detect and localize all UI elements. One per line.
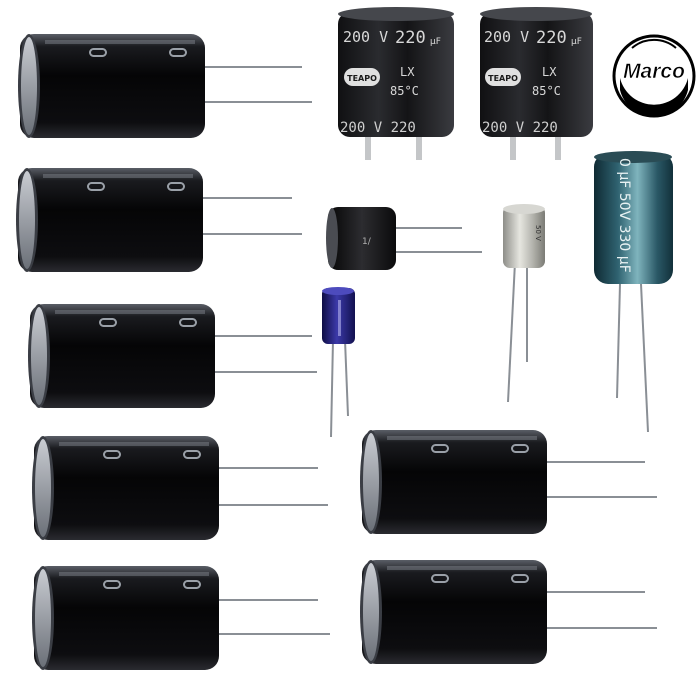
svg-text:µF: µF <box>571 37 582 47</box>
svg-text:200 V: 200 V <box>484 28 529 46</box>
capacitance-label: 220 <box>395 28 426 48</box>
svg-text:85°C: 85°C <box>532 84 561 98</box>
logo-text: Marco <box>623 60 685 83</box>
svg-text:200 V 220: 200 V 220 <box>482 120 558 136</box>
svg-text:LX: LX <box>542 65 557 79</box>
capacitor-small-blue <box>322 287 355 438</box>
series-label: LX <box>400 65 415 79</box>
brand-label: TEAPO <box>347 74 377 83</box>
capacitor-horizontal-3 <box>27 303 317 409</box>
voltage-label: 200 V <box>343 28 388 46</box>
capacitor-horizontal-6 <box>359 429 657 535</box>
capacitor-horizontal-7 <box>359 559 657 665</box>
capacitor-horizontal-5 <box>31 565 330 671</box>
capacitance-330-label: 0 µF 50V 330 µF <box>616 158 632 273</box>
capacitor-horizontal-4 <box>31 435 328 541</box>
marco-logo: Marco <box>612 34 696 118</box>
svg-text:µF: µF <box>430 37 441 47</box>
svg-text:200 V 220: 200 V 220 <box>340 120 416 136</box>
capacitor-horizontal-2 <box>15 167 302 273</box>
capacitor-snapin-2: 200 V 220 µF TEAPO LX 85°C 200 V 220 <box>480 7 593 160</box>
capacitor-tall-330: 0 µF 50V 330 µF <box>594 151 673 433</box>
capacitor-small-silver: 50 V <box>503 204 545 403</box>
svg-text:TEAPO: TEAPO <box>488 74 518 83</box>
capacitor-small-black: 1/ <box>326 207 482 270</box>
svg-text:50 V: 50 V <box>534 225 542 241</box>
svg-text:220: 220 <box>536 28 567 48</box>
svg-text:1/: 1/ <box>362 237 372 247</box>
capacitor-horizontal-1 <box>17 33 312 139</box>
capacitor-snapin-1: 200 V 220 µF TEAPO LX 85°C 200 V 220 <box>338 7 454 160</box>
temperature-label: 85°C <box>390 84 419 98</box>
